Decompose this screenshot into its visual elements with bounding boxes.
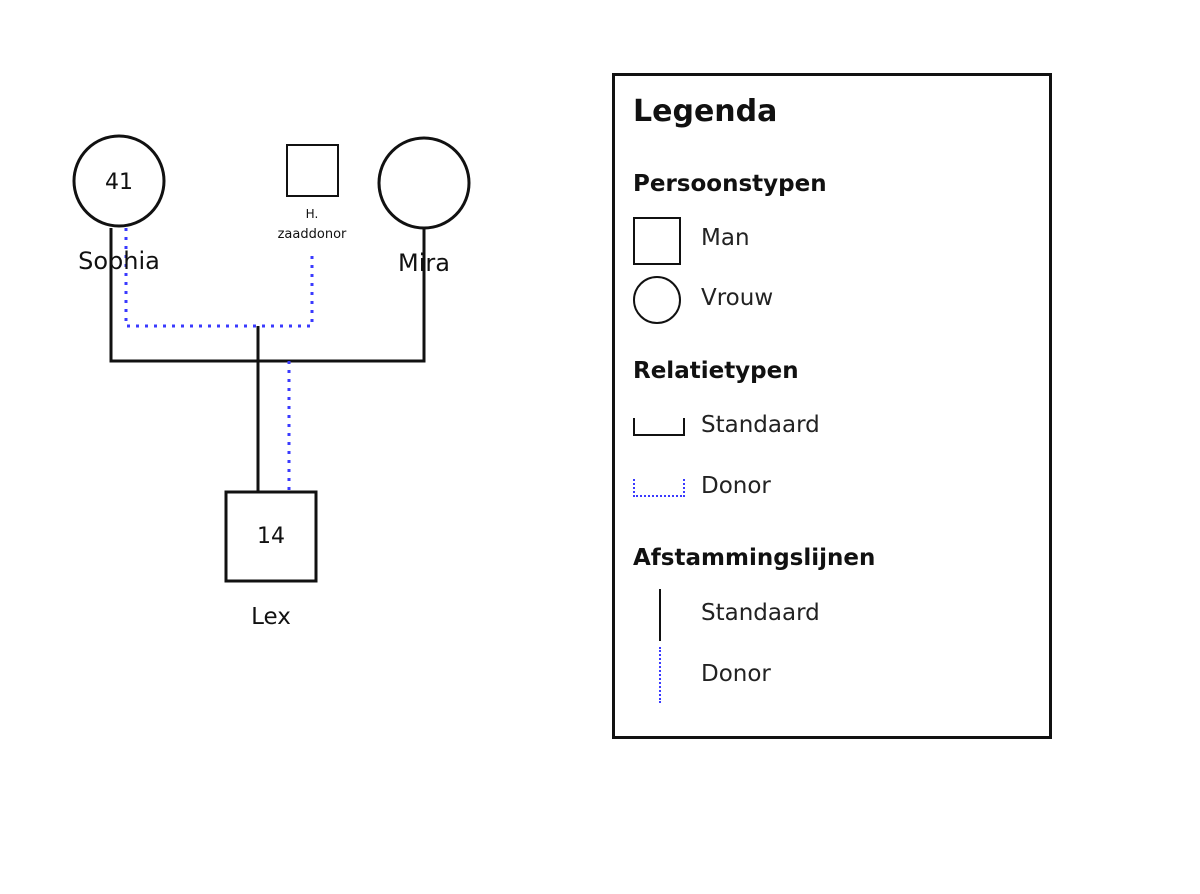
person-name-line2: zaaddonor [278, 227, 347, 242]
person-age: 41 [105, 170, 133, 195]
pedigree-diagram: 41 Sophia H. zaaddonor Mira 14 Lex [72, 134, 471, 630]
legend-item-relation-standaard: Standaard [701, 412, 820, 438]
legend-heading-relation-types: Relatietypen [633, 358, 799, 384]
relationship-line-donor [124, 228, 314, 328]
person-name: Lex [251, 604, 291, 630]
relationship-standard-icon [633, 418, 685, 436]
person-sophia[interactable]: 41 Sophia [72, 134, 166, 275]
relationship-donor-icon [633, 479, 685, 497]
male-symbol [224, 490, 318, 583]
male-symbol [286, 144, 339, 197]
legend-heading-person-types: Persoonstypen [633, 171, 827, 197]
legend-item-descent-donor: Donor [701, 661, 771, 687]
legend-item-relation-donor: Donor [701, 473, 771, 499]
person-name: Sophia [78, 247, 160, 275]
person-name: Mira [398, 249, 450, 277]
person-age: 14 [257, 524, 285, 549]
legend-item-vrouw: Vrouw [701, 285, 774, 311]
person-name-line1: H. [306, 207, 319, 221]
person-lex[interactable]: 14 Lex [224, 490, 318, 630]
legend-heading-descent-lines: Afstammingslijnen [633, 545, 876, 571]
person-mira[interactable]: Mira [377, 136, 471, 277]
legend-item-descent-standaard: Standaard [701, 600, 820, 626]
male-symbol-icon [633, 217, 681, 265]
female-symbol-icon [633, 276, 681, 324]
legend-title: Legenda [633, 94, 778, 129]
person-donor[interactable]: H. zaaddonor [278, 144, 347, 242]
descent-standard-icon [659, 589, 661, 641]
legend: Legenda Persoonstypen Man Vrouw Relatiet… [612, 73, 1052, 739]
female-symbol [72, 134, 166, 228]
relationship-line-standard [109, 228, 426, 363]
descent-donor-icon [659, 647, 661, 703]
legend-item-man: Man [701, 225, 750, 251]
female-symbol [377, 136, 471, 230]
